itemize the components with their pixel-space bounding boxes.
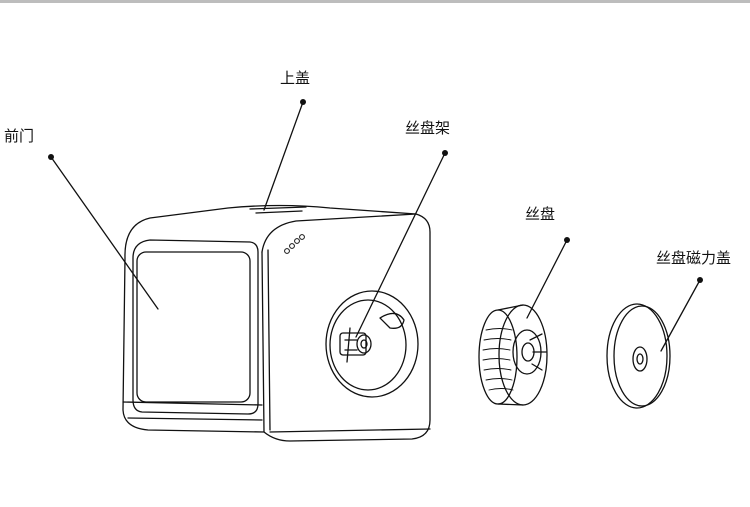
- magnetic-cover-label: 丝盘磁力盖: [656, 249, 731, 267]
- spool-dot: [564, 237, 570, 243]
- spool-holder-label: 丝盘架: [405, 119, 450, 137]
- magnetic-cover-leader: [661, 280, 700, 351]
- spool-label: 丝盘: [525, 205, 555, 223]
- spool-holder-dot: [442, 150, 448, 156]
- front-door-label: 前门: [4, 127, 34, 145]
- spool-leader: [527, 240, 567, 318]
- spool-holder-mount: [326, 291, 418, 397]
- top-cover-leader: [264, 102, 303, 210]
- filament-spool: [479, 305, 547, 405]
- magnetic-cover-dot: [697, 277, 703, 283]
- vent-holes: [285, 235, 305, 254]
- front-door-window: [137, 252, 250, 402]
- front-door-dot: [48, 154, 54, 160]
- front-door-leader: [51, 157, 158, 309]
- top-cover-dot: [300, 99, 306, 105]
- top-cover-label: 上盖: [280, 69, 310, 87]
- spool-holder-leader: [356, 153, 445, 337]
- printer-body: [123, 206, 430, 442]
- magnetic-spool-cover: [607, 304, 670, 408]
